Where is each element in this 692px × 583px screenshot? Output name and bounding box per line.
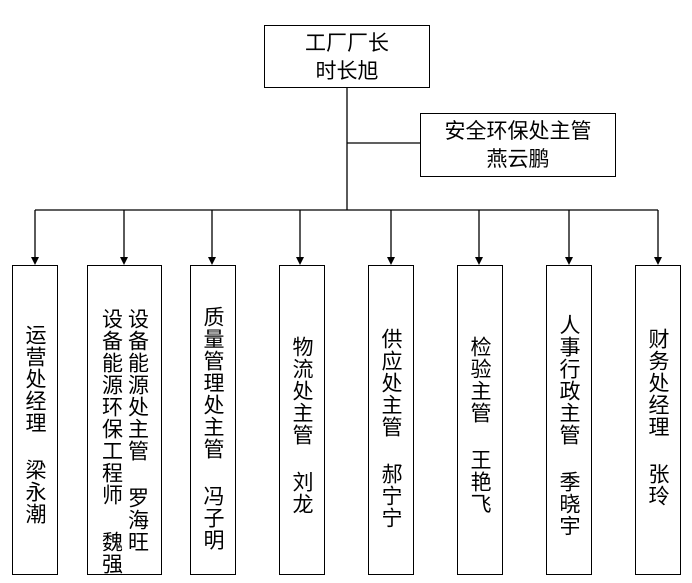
dept-box-inspection: 检验主管 王艳飞 — [457, 265, 503, 575]
dept-box-supply: 供应处主管 郝宁宁 — [368, 265, 414, 575]
arrowhead-4 — [296, 257, 304, 265]
safety-supervisor-box: 安全环保处主管 燕云鹏 — [420, 113, 616, 177]
dept-box-equipment-energy: 设备能源处主管 罗海旺 设备能源环保工程师 魏强 — [87, 265, 162, 575]
dept-text: 质量管理处主管 冯子明 — [201, 306, 225, 551]
dept-text: 检验主管 王艳飞 — [468, 336, 492, 515]
arrowhead-6 — [475, 257, 483, 265]
safety-supervisor-name: 燕云鹏 — [486, 147, 550, 171]
dept-box-hr-admin: 人事行政主管 季晓宇 — [546, 265, 592, 575]
dept-text: 设备能源环保工程师 魏强 — [99, 308, 124, 575]
dept-box-operations: 运营处经理 梁永潮 — [12, 265, 58, 575]
arrowhead-8 — [654, 257, 662, 265]
dept-box-logistics: 物流处主管 刘龙 — [279, 265, 325, 575]
factory-director-name: 时长旭 — [315, 58, 379, 83]
factory-director-title: 工厂厂长 — [305, 30, 389, 55]
dept-text: 人事行政主管 季晓宇 — [557, 314, 581, 537]
dept-text: 财务处经理 张玲 — [646, 328, 670, 507]
safety-supervisor-title: 安全环保处主管 — [444, 119, 592, 143]
arrowhead-1 — [31, 257, 39, 265]
dept-box-finance: 财务处经理 张玲 — [635, 265, 681, 575]
dept-text: 物流处主管 刘龙 — [290, 336, 314, 515]
dept-text: 设备能源处主管 罗海旺 — [125, 308, 150, 553]
arrowhead-7 — [565, 257, 573, 265]
arrowhead-3 — [208, 257, 216, 265]
arrowhead-2 — [120, 257, 128, 265]
dept-text: 供应处主管 郝宁宁 — [379, 328, 403, 529]
factory-director-box: 工厂厂长 时长旭 — [264, 25, 430, 88]
dept-box-quality: 质量管理处主管 冯子明 — [190, 265, 236, 575]
arrowhead-5 — [387, 257, 395, 265]
dept-text: 运营处经理 梁永潮 — [23, 324, 47, 525]
